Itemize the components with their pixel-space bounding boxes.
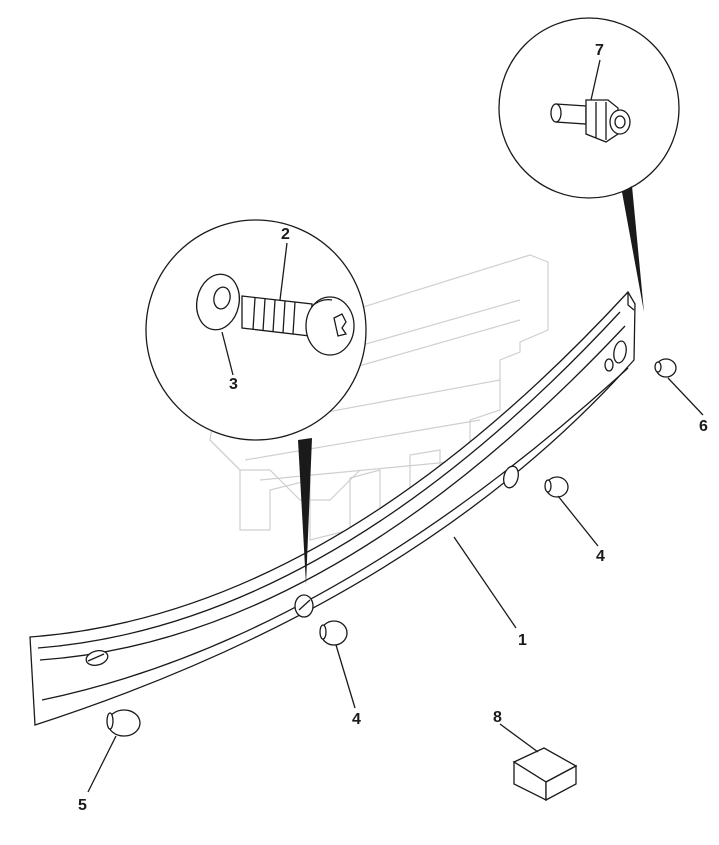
strip-part-1 (29, 290, 636, 726)
slot-center (294, 594, 314, 618)
callout-2: 2 (281, 226, 290, 243)
bolt-part-2 (241, 295, 355, 356)
stud-part-7 (550, 99, 631, 143)
callout-8: 8 (493, 709, 502, 726)
plug-part-4-upper (544, 476, 569, 498)
leader-lines (87, 59, 704, 793)
plug-part-5 (106, 709, 141, 737)
callout-6: 6 (699, 418, 708, 435)
callout-4-upper: 4 (596, 548, 605, 565)
callout-3: 3 (229, 376, 238, 393)
callout-4-lower: 4 (352, 711, 361, 728)
slot-right-end (604, 340, 627, 372)
slot-left (85, 650, 109, 666)
callout-5: 5 (78, 797, 87, 814)
detail-leader-stud (622, 186, 644, 312)
callout-1: 1 (518, 632, 527, 649)
slot-right-mid (503, 465, 519, 489)
detail-leader-bolt (298, 438, 312, 585)
washer-part-3 (195, 273, 241, 331)
box-part-8 (512, 747, 578, 802)
plug-part-6 (654, 358, 677, 378)
callout-labels: 1 2 3 4 4 5 6 7 8 (78, 42, 708, 814)
plug-part-4-lower (319, 620, 348, 646)
callout-7: 7 (595, 42, 604, 59)
detail-circle-stud (498, 17, 680, 199)
detail-circle-bolt (145, 219, 367, 441)
